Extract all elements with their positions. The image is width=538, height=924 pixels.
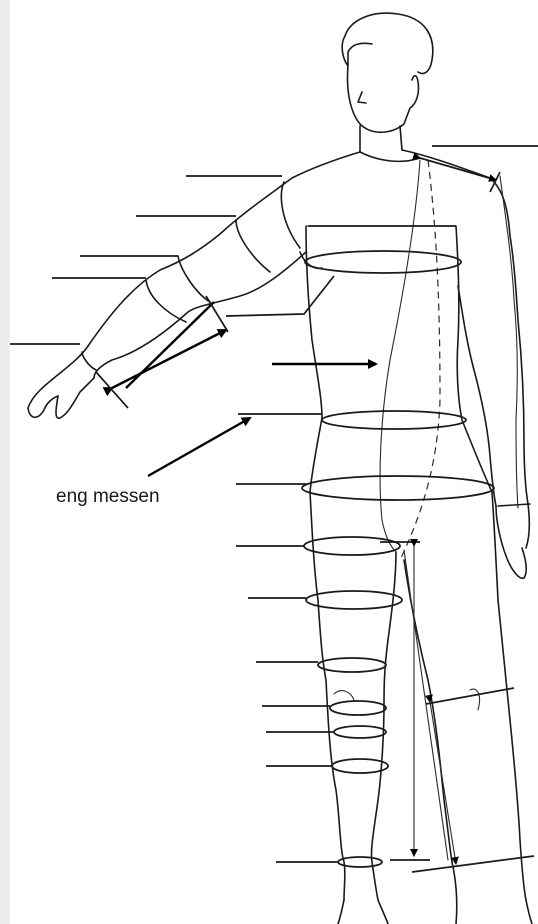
raised-arm [28, 178, 306, 418]
arrow-eng-messen [148, 418, 250, 476]
arrow-forearm-span [112, 330, 226, 388]
tick-wrist [96, 372, 128, 408]
tick-floor-side [412, 856, 534, 872]
arrow-lower-leg [430, 702, 456, 864]
arrow-shoulder-width [420, 158, 496, 180]
eng-messen-label: eng messen [56, 486, 160, 508]
measurement-rings [302, 251, 494, 867]
calf-ring [332, 759, 388, 773]
above-knee-ring [318, 658, 386, 672]
measurement-arrows [96, 158, 496, 864]
knee-ring [330, 701, 386, 715]
thigh-ring [306, 591, 402, 609]
leader-lines [10, 146, 538, 872]
torso [292, 150, 510, 560]
below-knee-ring [334, 726, 386, 738]
hip-ring [302, 476, 494, 500]
upper-thigh-ring [304, 537, 400, 555]
waist-ring [322, 411, 466, 429]
head [342, 13, 433, 152]
line-outseam [404, 550, 448, 860]
chest-ring [305, 251, 461, 273]
